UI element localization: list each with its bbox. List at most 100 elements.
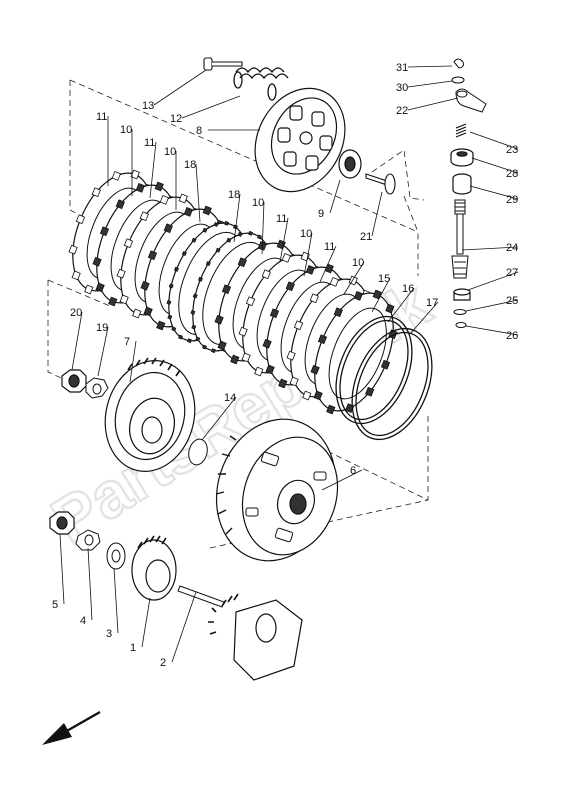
pressure-plate-8-icon bbox=[254, 87, 346, 193]
leader-line-c3 bbox=[113, 567, 119, 634]
leader-line-c21 bbox=[371, 191, 383, 237]
leader-line-c20 bbox=[71, 311, 83, 371]
nut-5-icon bbox=[49, 511, 75, 535]
nut-20-icon bbox=[61, 369, 87, 393]
callout-label-c20: 20 bbox=[70, 307, 82, 319]
callout-label-c18b: 18 bbox=[228, 189, 240, 201]
leader-line-c4 bbox=[87, 547, 93, 621]
callout-label-c23: 23 bbox=[506, 144, 518, 156]
leader-line-c6 bbox=[321, 469, 363, 491]
callout-label-c22: 22 bbox=[396, 105, 408, 117]
leader-line-c1 bbox=[141, 597, 151, 648]
callout-label-c28: 28 bbox=[506, 168, 518, 180]
callout-label-c8: 8 bbox=[196, 125, 202, 137]
ball-27-icon bbox=[453, 288, 471, 301]
callout-label-c11c: 11 bbox=[324, 241, 335, 253]
leader-line-c11b bbox=[149, 141, 157, 199]
leader-line-c31 bbox=[407, 65, 453, 68]
leader-line-c22 bbox=[407, 97, 459, 111]
leader-line-c16 bbox=[387, 287, 415, 323]
callout-label-c11d: 11 bbox=[276, 213, 287, 225]
clutch-boss-7-icon bbox=[104, 357, 196, 472]
front-direction-arrow-icon bbox=[42, 710, 101, 745]
callout-label-c9: 9 bbox=[318, 208, 324, 220]
leader-line-c10d bbox=[303, 232, 313, 277]
callout-label-c10b: 10 bbox=[164, 146, 176, 158]
callout-label-c6: 6 bbox=[350, 465, 356, 477]
callout-label-c12: 12 bbox=[170, 113, 182, 125]
callout-labels: 3130222328292427252613128921111011101818… bbox=[52, 62, 518, 669]
oil-pump-drive-icon bbox=[208, 593, 303, 681]
pin-2-icon bbox=[177, 585, 225, 608]
callout-label-c3: 3 bbox=[106, 628, 112, 640]
callout-label-c10d: 10 bbox=[300, 228, 312, 240]
callout-label-c5: 5 bbox=[52, 599, 58, 611]
bolt-13-icon bbox=[203, 57, 243, 71]
callout-label-c17: 17 bbox=[426, 297, 438, 309]
leader-line-c2 bbox=[171, 591, 197, 663]
leader-line-c10c bbox=[261, 201, 265, 255]
leader-line-c28 bbox=[471, 157, 519, 174]
clutch-housing-6-icon bbox=[215, 418, 339, 562]
callout-label-c26: 26 bbox=[506, 330, 518, 342]
callout-label-c18a: 18 bbox=[184, 159, 196, 171]
callout-label-c19: 19 bbox=[96, 322, 108, 334]
primary-gear-1-icon bbox=[131, 535, 177, 601]
callout-label-c21: 21 bbox=[360, 231, 372, 243]
leader-line-c17 bbox=[409, 301, 439, 335]
leader-line-c27 bbox=[467, 271, 519, 291]
leader-line-c7 bbox=[129, 340, 137, 383]
callout-label-c11a: 11 bbox=[96, 111, 107, 123]
oil-seal-28-icon bbox=[450, 148, 474, 167]
leader-line-c11c bbox=[319, 245, 337, 283]
callout-label-c4: 4 bbox=[80, 615, 86, 627]
callout-label-c14: 14 bbox=[224, 392, 236, 404]
leader-line-c9 bbox=[329, 179, 341, 214]
leader-line-c25 bbox=[465, 299, 519, 312]
leader-lines bbox=[59, 65, 519, 663]
callout-label-c29: 29 bbox=[506, 194, 518, 206]
leader-line-c13 bbox=[153, 69, 207, 106]
callout-label-c15: 15 bbox=[378, 273, 390, 285]
lock-washer-19-icon bbox=[85, 377, 109, 399]
washer-3-icon bbox=[106, 542, 126, 570]
leader-line-c11d bbox=[279, 217, 289, 263]
callout-label-c16: 16 bbox=[402, 283, 414, 295]
callout-label-c10e: 10 bbox=[352, 257, 364, 269]
leader-line-c18a bbox=[195, 163, 201, 223]
callout-label-c10c: 10 bbox=[252, 197, 264, 209]
push-rod-24-icon bbox=[451, 199, 469, 279]
clutch-plate-11-icon bbox=[310, 289, 398, 415]
leader-line-c19 bbox=[97, 326, 109, 377]
bearing-29-icon bbox=[452, 173, 472, 195]
leader-line-c14 bbox=[201, 396, 237, 441]
bearing-9-icon bbox=[338, 149, 362, 179]
leader-line-c26 bbox=[465, 325, 519, 336]
callout-label-c27: 27 bbox=[506, 267, 518, 279]
leader-line-c24 bbox=[461, 246, 519, 251]
callout-label-c11b: 11 bbox=[144, 137, 155, 149]
callout-label-c10a: 10 bbox=[120, 124, 132, 136]
spring-12-icon bbox=[233, 67, 289, 101]
leader-line-c5 bbox=[59, 533, 65, 605]
callout-label-c25: 25 bbox=[506, 295, 518, 307]
lock-washer-4-icon bbox=[75, 529, 101, 551]
ring-26-icon bbox=[455, 322, 467, 328]
callout-label-c1: 1 bbox=[130, 642, 136, 654]
lever-22-icon bbox=[455, 88, 487, 113]
spring-23-icon bbox=[455, 123, 467, 138]
leader-line-c18b bbox=[233, 193, 241, 243]
leader-line-c30 bbox=[407, 80, 453, 88]
clip-31-icon bbox=[453, 58, 464, 69]
leader-line-c23 bbox=[469, 131, 519, 150]
callout-label-c2: 2 bbox=[160, 657, 166, 669]
callout-label-c24: 24 bbox=[506, 242, 518, 254]
push-rod-21-icon bbox=[365, 173, 396, 195]
callout-label-c31: 31 bbox=[396, 62, 408, 74]
leader-line-c29 bbox=[469, 185, 519, 200]
washer-30-icon bbox=[451, 76, 465, 84]
thrust-washer-14-icon bbox=[188, 438, 208, 466]
leader-line-c15 bbox=[371, 277, 391, 313]
leader-line-c12 bbox=[181, 95, 241, 119]
